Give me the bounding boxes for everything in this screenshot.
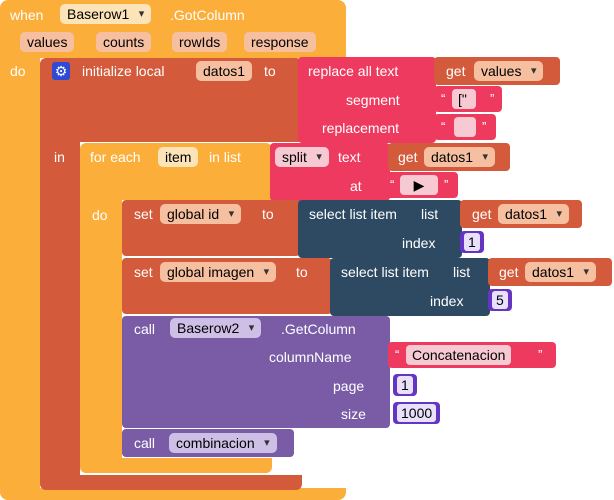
index-1-value[interactable]: 1 [464,233,480,251]
size-label: size [341,406,366,422]
index-5-value[interactable]: 5 [492,291,508,309]
procedure-dropdown[interactable]: combinacion [169,433,277,453]
call1-label: call [134,321,156,337]
split-get-label: get [398,149,418,165]
at-value[interactable]: ▶ [400,175,438,195]
segment-label: segment [346,92,400,108]
set1-get-var[interactable]: datos1 [498,204,570,224]
call2-label: call [134,435,156,451]
when-label: when [10,7,44,23]
column-name-string[interactable]: “ Concatenacion ” [388,342,556,368]
set1-to-label: to [262,206,274,222]
component-dropdown[interactable]: Baserow1 [60,4,152,24]
split-at-label: at [350,178,362,194]
at-string[interactable]: “ ▶ ” [384,172,458,198]
foreach-do-label: do [92,207,108,223]
select2-label: select list item [341,264,429,280]
replacement-string[interactable]: “ ” [434,114,496,140]
init-local-label: initialize local [82,63,165,79]
select2-index-label: index [430,293,464,309]
set1-var-dropdown[interactable]: global id [160,204,242,224]
init-in-label: in [54,149,65,165]
param-values[interactable]: values [20,32,75,52]
init-to-label: to [264,63,276,79]
event-do-label: do [10,63,26,79]
replacement-label: replacement [322,120,400,136]
size-number[interactable]: 1000 [393,402,441,424]
split-text-label: text [338,149,361,165]
set2-get-label: get [499,264,519,280]
get-label: get [446,63,466,79]
select2-list-label: list [453,264,471,280]
get-var-dropdown[interactable]: values [474,61,544,81]
foreach-item-name[interactable]: item [158,147,199,167]
split-dropdown[interactable]: split [275,147,329,167]
segment-value[interactable]: [" [452,89,476,109]
page-value[interactable]: 1 [397,376,413,394]
in-list-label: in list [209,149,241,165]
param-rowids[interactable]: rowIds [172,32,228,52]
select1-label: select list item [309,206,397,222]
select1-index-label: index [402,235,436,251]
set1-get-label: get [472,206,492,222]
select1-list-label: list [421,206,439,222]
column-name-label: columnName [269,349,352,365]
segment-string[interactable]: “ [" ” [434,86,502,112]
page-label: page [333,378,365,394]
set2-var-dropdown[interactable]: global imagen [160,262,277,282]
param-counts[interactable]: counts [96,32,152,52]
set2-get-var[interactable]: datos1 [525,262,597,282]
local-var-name[interactable]: datos1 [196,61,253,81]
replace-all-label: replace all text [308,63,399,79]
set1-label: set [134,206,153,222]
column-name-value[interactable]: Concatenacion [406,345,512,365]
index-1-number[interactable]: 1 [460,231,484,253]
set2-label: set [134,264,153,280]
event-name: .GotColumn [170,7,245,23]
index-5-number[interactable]: 5 [488,289,512,311]
page-number[interactable]: 1 [393,374,417,396]
replacement-value[interactable] [454,117,476,137]
call1-component-dropdown[interactable]: Baserow2 [170,318,262,338]
select-list-item-2[interactable] [330,258,490,316]
foreach-label: for each [90,149,141,165]
size-value[interactable]: 1000 [397,404,437,422]
split-get-var[interactable]: datos1 [424,147,496,167]
select-list-item-1[interactable] [298,200,462,258]
param-response[interactable]: response [244,32,316,52]
replace-all-block[interactable] [298,57,436,143]
gear-icon[interactable]: ⚙ [52,62,70,80]
set2-to-label: to [296,264,308,280]
call1-method: .GetColumn [281,321,356,337]
